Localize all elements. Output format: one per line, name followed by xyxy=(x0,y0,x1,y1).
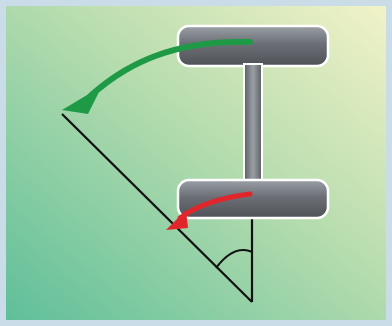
diagram-panel xyxy=(6,6,386,320)
web xyxy=(244,64,262,184)
bottom-flange xyxy=(178,180,328,218)
diagram-canvas xyxy=(6,6,386,320)
